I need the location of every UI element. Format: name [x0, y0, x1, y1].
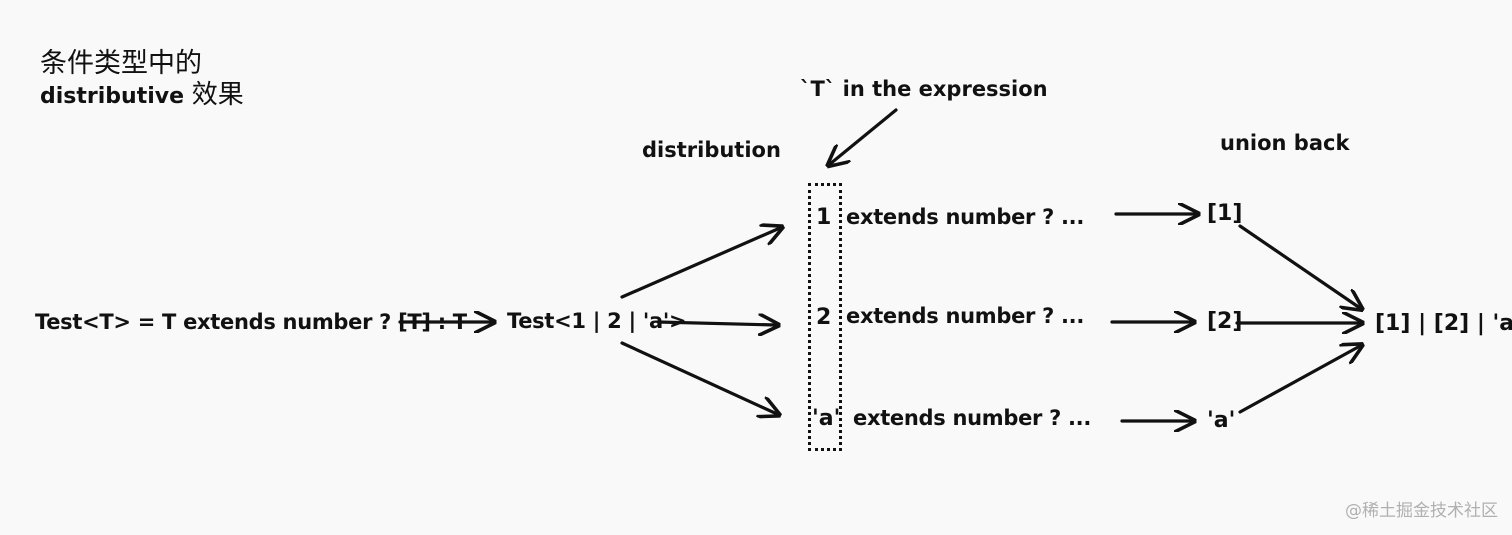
arrow-applied-to-branch-1 [620, 228, 780, 299]
label-distribution: distribution [642, 138, 781, 162]
branch-member-1: 1 [816, 205, 832, 230]
branch-member-2: 2 [816, 305, 832, 330]
arrow-applied-to-branch-2 [656, 322, 776, 325]
final-union: [1] | [2] | 'a' [1375, 311, 1512, 336]
watermark: @稀土掘金技术社区 [1345, 501, 1498, 521]
subtitle-en: distributive [40, 84, 185, 109]
arrow-result-3-to-final [1238, 346, 1360, 414]
definition-expression: Test<T> = T extends number ? [T] : T [35, 310, 467, 334]
label-t-in-expression: `T` in the expression [800, 77, 1048, 101]
arrow-result-1-to-final [1238, 224, 1360, 308]
branch-result-1: [1] [1207, 201, 1243, 226]
branch-clause-3: extends number ? ... [853, 406, 1092, 430]
arrow-applied-to-branch-3 [620, 341, 777, 414]
branch-result-3: 'a' [1207, 408, 1236, 433]
branch-member-3: 'a' [812, 406, 841, 431]
applied-expression: Test<1 | 2 | 'a'> [507, 309, 687, 333]
branch-clause-1: extends number ? ... [846, 205, 1085, 229]
arrow-t-pointer [830, 108, 898, 164]
subtitle-zh: 效果 [191, 80, 244, 110]
diagram-subtitle: distributive 效果 [40, 82, 244, 108]
label-union-back: union back [1220, 131, 1350, 155]
branch-clause-2: extends number ? ... [846, 304, 1085, 328]
branch-result-2: [2] [1207, 309, 1243, 334]
diagram-title-zh: 条件类型中的 [40, 48, 202, 79]
t-highlight-box [808, 183, 842, 451]
